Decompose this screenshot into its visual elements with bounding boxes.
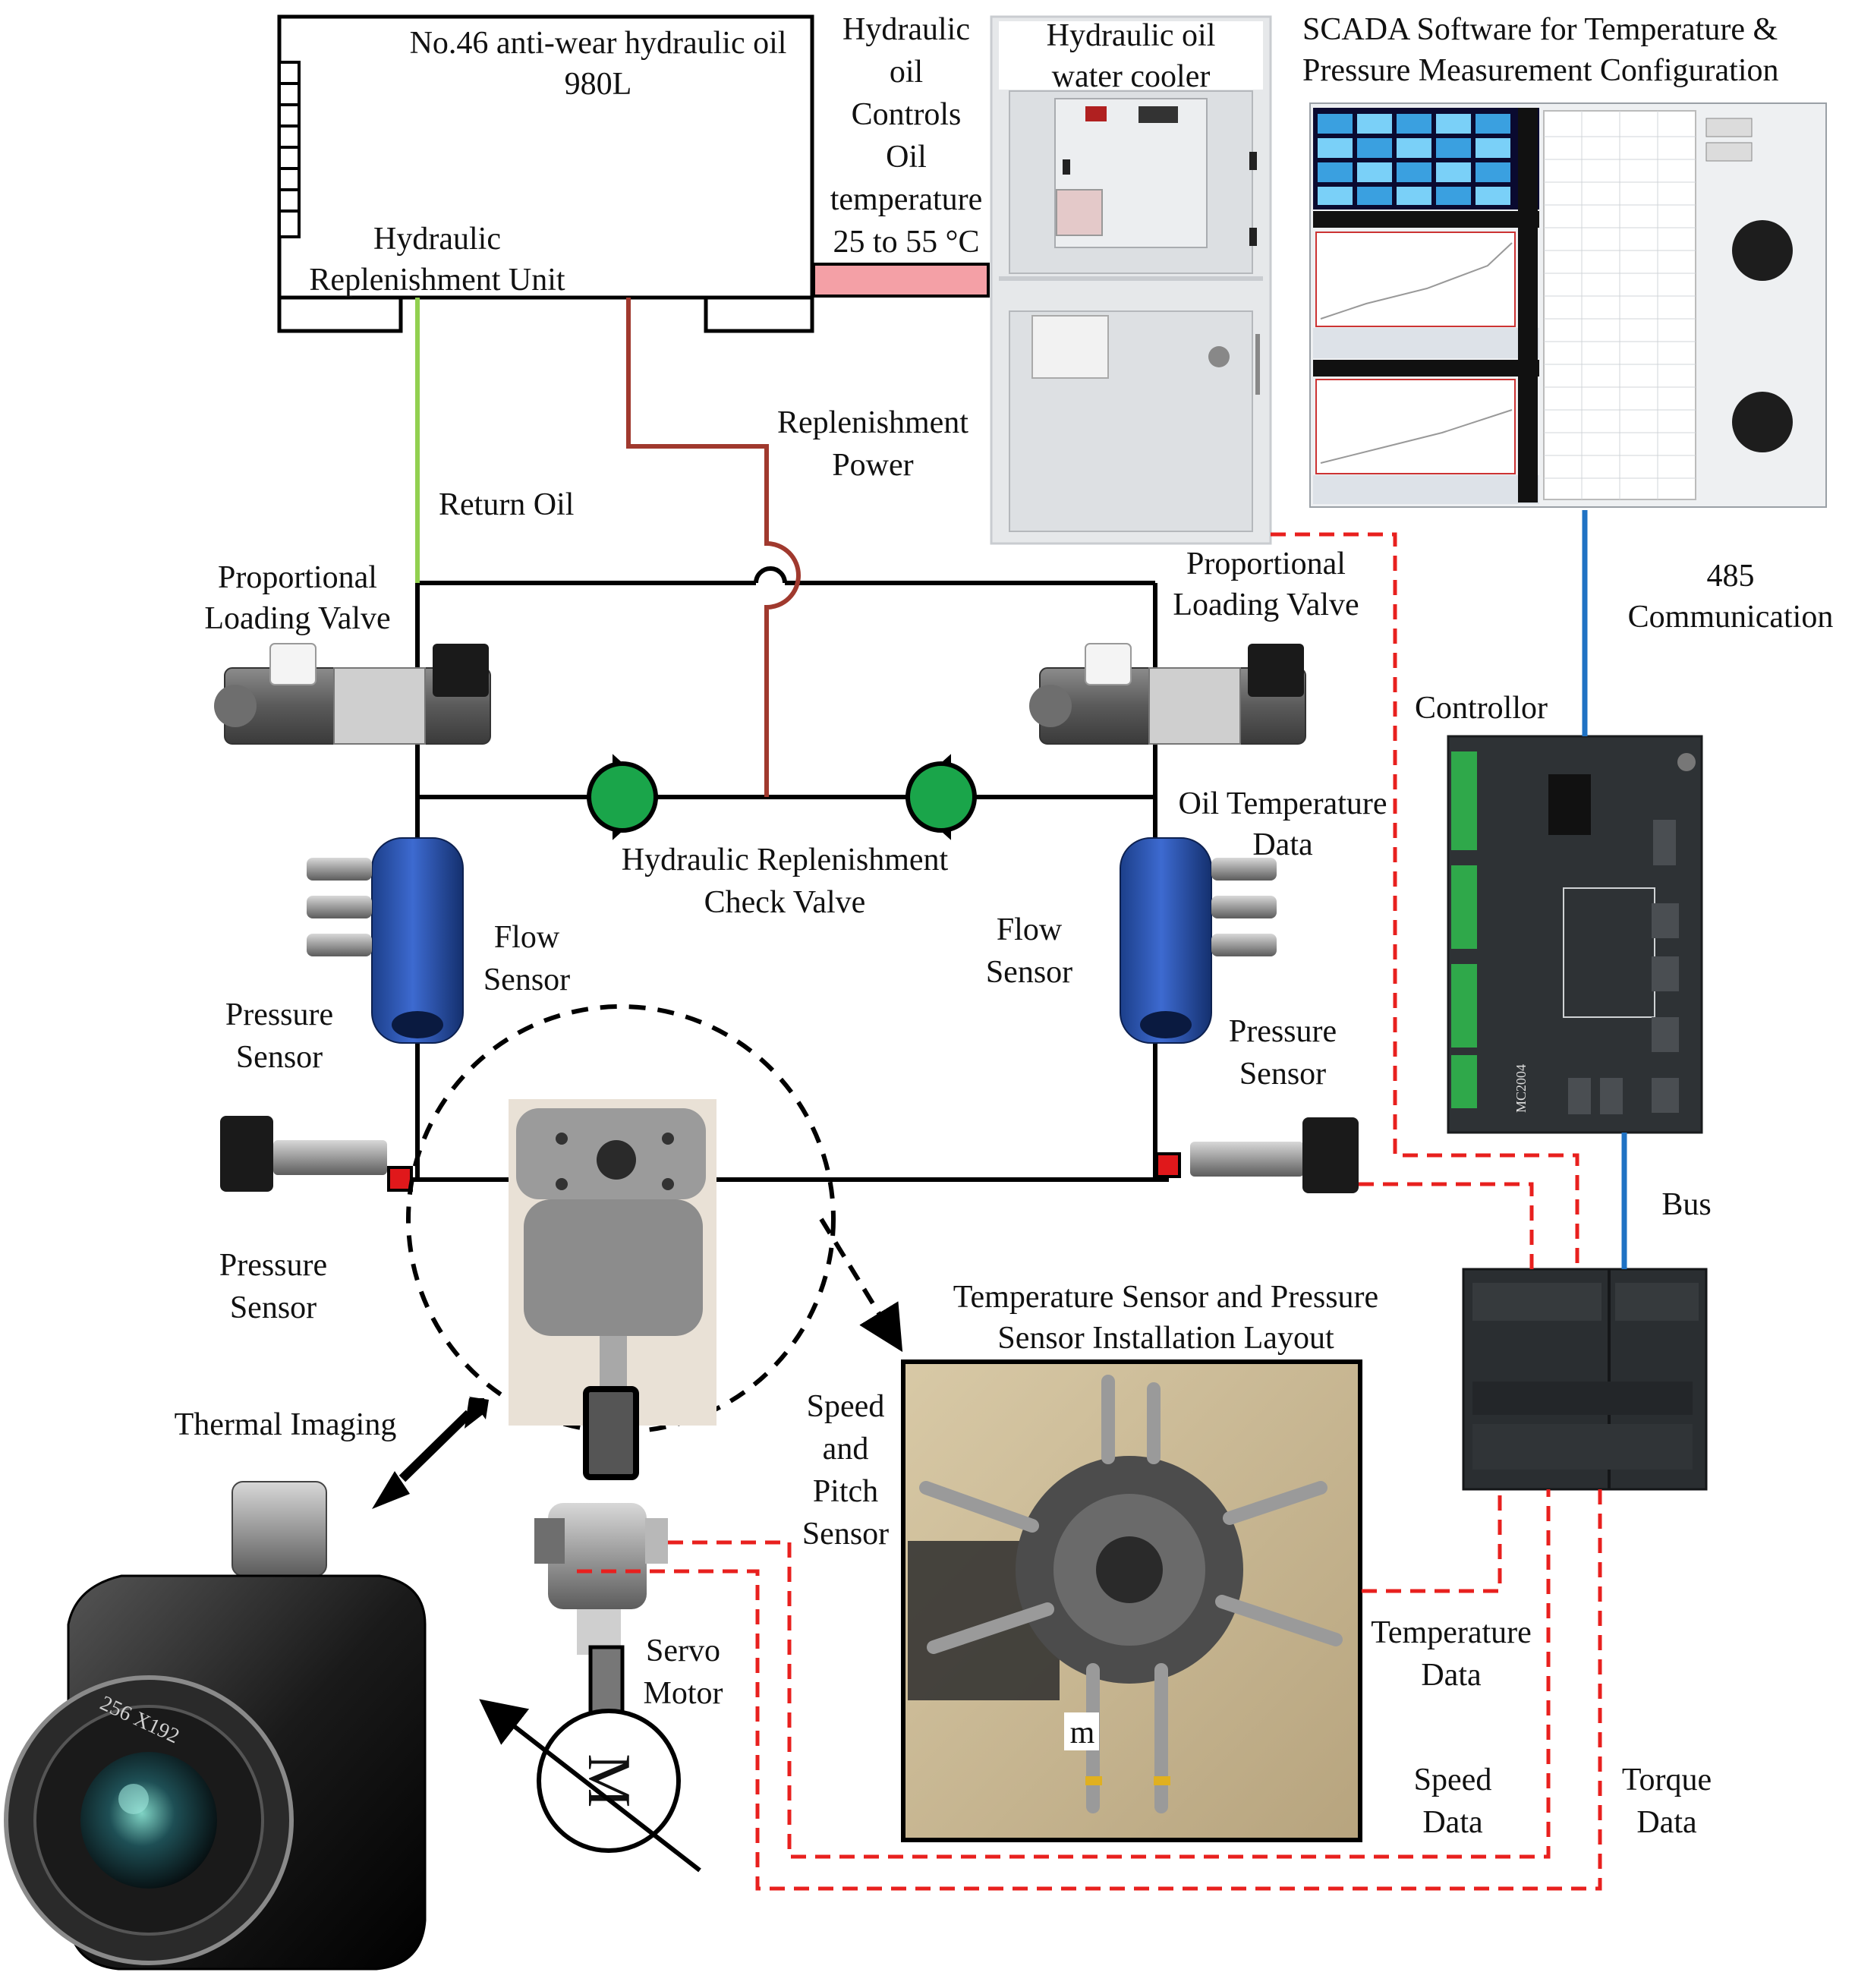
pressure-right-label-1: Pressure — [1229, 1014, 1337, 1049]
layout-pointer-arrow — [819, 1218, 903, 1353]
oil-temp-data-label-2: Data — [1252, 827, 1313, 862]
flow-right-label-1: Flow — [997, 912, 1063, 947]
scada-title-2: Pressure Measurement Configuration — [1302, 53, 1779, 88]
controller-model-label: MC2004 — [1513, 1064, 1529, 1113]
servo-label-1: Servo — [646, 1634, 720, 1668]
check-valve-left — [587, 754, 661, 840]
servo-motor-symbol: M — [479, 1699, 701, 1873]
controller-unit: MC2004 — [1447, 735, 1703, 1134]
bus-label: Bus — [1661, 1187, 1711, 1222]
flow-left-label-2: Sensor — [483, 962, 570, 997]
tank-level-gauge — [278, 61, 301, 238]
pressure-sensor-right — [1155, 1117, 1359, 1193]
oil-temp-data-label-1: Oil Temperature — [1178, 786, 1387, 821]
torque-data-label-1: Torque — [1622, 1763, 1712, 1797]
signal-lines — [577, 532, 1602, 1891]
pressure-left-1-label-2: Sensor — [236, 1040, 323, 1075]
thermal-label: Thermal Imaging — [175, 1407, 397, 1442]
flow-right-label-2: Sensor — [986, 955, 1072, 990]
temp-data-label-1: Temperature — [1371, 1615, 1532, 1650]
oil-temp-control-line-1: Hydraulic — [842, 12, 970, 47]
pressure-left-2-label-2: Sensor — [230, 1290, 317, 1325]
hydraulic-tank: No.46 anti-wear hydraulic oil 980L Hydra… — [277, 14, 814, 333]
oil-temperature-control-bar — [812, 263, 990, 298]
oil-temp-control-line-5: temperature — [830, 182, 983, 217]
thermal-camera: 256 X192 — [4, 1481, 427, 1971]
flow-sensor-left — [307, 837, 464, 1044]
pressure-right-label-2: Sensor — [1239, 1057, 1326, 1092]
temp-data-label-2: Data — [1421, 1658, 1482, 1693]
pressure-left-2-label-1: Pressure — [219, 1248, 327, 1283]
speed-pitch-label-3: Pitch — [813, 1474, 878, 1509]
flow-left-label-1: Flow — [494, 920, 560, 955]
comm-485-label-1: 485 — [1707, 559, 1755, 594]
layout-label-2: Sensor Installation Layout — [997, 1321, 1334, 1356]
plv-right-label-2: Loading Valve — [1173, 588, 1359, 622]
data-acquisition-module — [1462, 1268, 1708, 1491]
replenish-unit-label-1: Hydraulic — [373, 222, 501, 257]
check-valve-label-1: Hydraulic Replenishment — [622, 843, 949, 877]
return-oil-label: Return Oil — [439, 487, 574, 522]
scada-title-1: SCADA Software for Temperature & — [1302, 12, 1778, 47]
cooler-label-2: water cooler — [1052, 59, 1211, 94]
oil-temperature-control-label: Hydraulic oil Controls Oil temperature 2… — [830, 12, 983, 260]
oil-temp-control-line-2: oil — [890, 55, 923, 90]
controller-label: Controllor — [1415, 691, 1548, 726]
pressure-left-1-label-1: Pressure — [225, 997, 333, 1032]
pump-photo — [509, 1099, 716, 1426]
plv-right-label-1: Proportional — [1186, 547, 1346, 581]
replenish-power-label-1: Replenishment — [777, 405, 968, 440]
proportional-loading-valve-right — [1029, 643, 1306, 745]
check-valve-right — [902, 754, 977, 840]
pressure-sensor-left — [220, 1116, 413, 1192]
installation-layout-photo: m — [901, 1359, 1362, 1842]
speed-data-label-2: Data — [1422, 1805, 1483, 1840]
flow-sensor-right — [1120, 837, 1277, 1044]
pressure-tap-right — [1155, 1152, 1181, 1178]
cooler-label-1: Hydraulic oil — [1047, 18, 1216, 53]
thermal-imaging-arrow — [372, 1397, 489, 1509]
replenish-power-label-2: Power — [832, 448, 913, 483]
torque-data-label-2: Data — [1636, 1805, 1697, 1840]
tank-volume-label: 980L — [565, 67, 632, 102]
speed-pitch-label-4: Sensor — [802, 1517, 889, 1552]
speed-data-label-1: Speed — [1414, 1763, 1492, 1797]
plv-left-label-2: Loading Valve — [204, 601, 390, 636]
layout-label-1: Temperature Sensor and Pressure — [953, 1280, 1378, 1315]
oil-temp-control-line-4: Oil — [886, 140, 927, 175]
check-valve-label-2: Check Valve — [704, 885, 866, 920]
scada-screenshot: SCADA Software for Temperature & Pressur… — [1302, 12, 1827, 508]
shaft-coupling — [583, 1386, 639, 1480]
pressure-tap-left — [387, 1166, 413, 1192]
speed-pitch-label-1: Speed — [807, 1389, 885, 1424]
scada-readout-grid — [1318, 114, 1510, 205]
oil-temp-control-line-3: Controls — [852, 97, 962, 132]
photo-mark-label: m — [1070, 1715, 1095, 1750]
replenish-unit-label-2: Replenishment Unit — [309, 263, 565, 298]
replenishment-power-line — [626, 298, 801, 797]
servo-shaft — [588, 1645, 625, 1718]
tank-oil-label: No.46 anti-wear hydraulic oil — [410, 26, 787, 61]
plv-left-label-1: Proportional — [218, 560, 377, 595]
speed-pitch-sensor — [534, 1503, 668, 1655]
diagram-labels: Replenishment Power Return Oil Proportio… — [175, 405, 1834, 1840]
proportional-loading-valve-left — [214, 643, 491, 745]
water-cooler-cabinet: Hydraulic oil water cooler — [990, 15, 1272, 545]
servo-label-2: Motor — [644, 1676, 723, 1711]
speed-pitch-label-2: and — [823, 1432, 869, 1467]
oil-temp-control-line-6: 25 to 55 °C — [833, 225, 980, 260]
comm-485-label-2: Communication — [1628, 600, 1834, 635]
